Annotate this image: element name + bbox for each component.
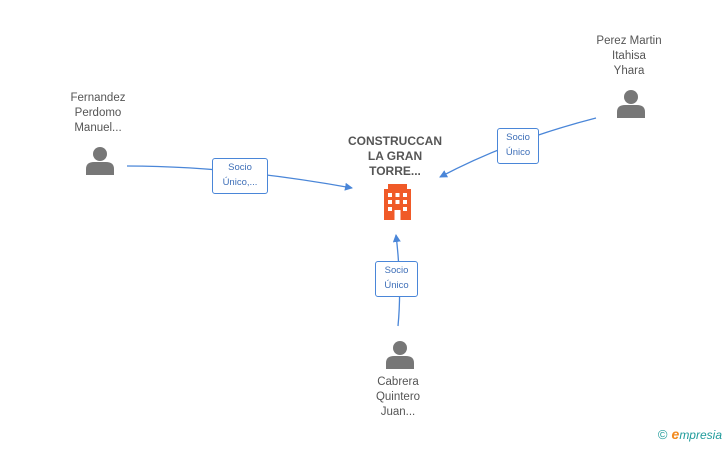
edge-label-fernandez[interactable]: Socio Único,... [212,158,268,194]
brand-name: mpresia [679,428,722,442]
edge-label-line: Socio [228,162,252,173]
person-name-line: Manuel... [74,122,122,134]
person-name-line: Perez Martin [596,35,662,47]
empresia-logo[interactable]: ©empresia [658,426,722,442]
person-name-line: Itahisa [612,50,646,62]
edge-label-perez[interactable]: Socio Único [497,128,539,164]
copyright-symbol: © [657,427,668,442]
person-icon[interactable] [85,145,115,175]
person-icon[interactable] [616,88,646,118]
person-label-cabrera[interactable]: Cabrera Quintero Juan... [348,375,448,420]
person-name-line: Quintero [375,391,421,403]
company-name-line-3: TORRE... [369,164,421,178]
edge-label-line: Único [384,280,409,291]
person-name-line: Juan... [380,406,416,418]
edge-label-line: Socio [506,132,530,143]
edge-label-line: Socio [384,265,409,276]
edge-label-line: Único,... [222,177,258,188]
person-name-line: Cabrera [377,376,419,388]
edge-label-cabrera[interactable]: Socio Único [375,261,418,297]
building-icon[interactable] [381,184,414,220]
edge-label-line: Único [505,147,531,158]
company-name-line-2: LA GRAN [367,149,423,163]
person-name-line: Yhara [613,65,645,77]
person-name-line: Fernandez [70,92,126,104]
person-name-line: Perdomo [74,107,122,119]
person-label-fernandez[interactable]: Fernandez Perdomo Manuel... [48,91,148,136]
brand-initial: e [671,426,680,442]
person-icon[interactable] [385,339,415,369]
company-name-line-1: CONSTRUCCAN [348,134,442,148]
person-label-perez[interactable]: Perez Martin Itahisa Yhara [579,34,679,79]
company-name[interactable]: CONSTRUCCAN LA GRAN TORRE... [339,134,451,179]
